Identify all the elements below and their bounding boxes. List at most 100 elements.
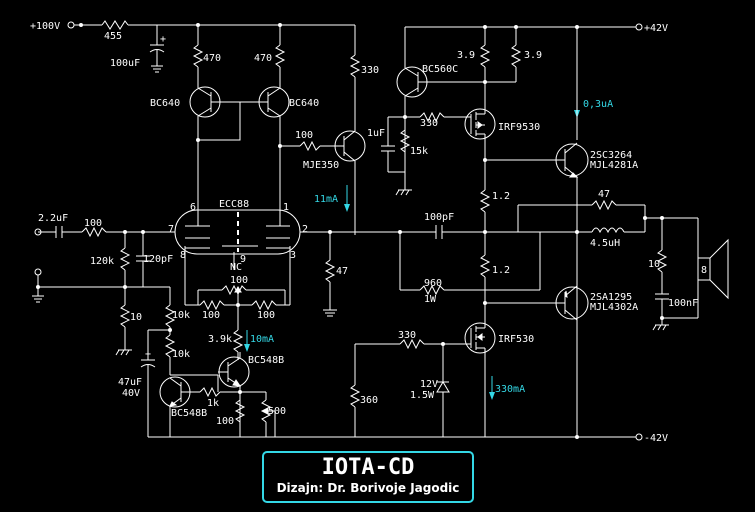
inductor-label: 4.5uH [590,238,620,249]
r10k2-label: 10k [172,349,190,360]
cap-47uf-voltage: 40V [122,388,140,399]
hv-rail-label: +100V [30,21,60,32]
r100in-label: 100 [84,218,102,229]
q8-label: IRF530 [498,334,534,345]
title-box: IOTA-CD Dizajn: Dr. Borivoje Jagodic [262,451,474,503]
r470-left-label: 470 [203,53,221,64]
current-10ma-arrow [244,330,250,352]
r10k-label: 10k [172,310,190,321]
r100d-label: 100 [202,310,220,321]
r330-hv [349,25,361,95]
current-11ma: 11mA [314,194,338,205]
r360-label: 360 [360,395,378,406]
zener-12v [436,344,450,437]
current-330ma-arrow [489,376,495,400]
pin-3: 3 [290,250,296,261]
title-main: IOTA-CD [321,455,415,480]
bc640-right [196,85,290,200]
input-network [32,226,175,303]
cap-120pf-label: 120pF [143,254,173,265]
pin-9: 9 [240,254,246,265]
r470-left [192,23,204,85]
pin-8: 8 [180,250,186,261]
q3-label: MJE350 [303,160,339,171]
cap-100nf-label: 100nF [668,298,698,309]
q6-label: BC560C [422,64,458,75]
pin-nc: NC [230,262,242,273]
cathode-network [184,248,291,330]
title-credit: Dizajn: Dr. Borivoje Jagodic [276,481,460,495]
current-330ma: 330mA [495,384,525,395]
r10-label: 10 [130,312,142,323]
speaker-impedance: 8 [701,265,707,276]
cap-100uf: + [149,25,166,73]
q4-label: BC548B [248,355,284,366]
q5-label: BC548B [171,408,207,419]
r470-right-label: 470 [254,53,272,64]
r960 [399,232,541,296]
pos-rail [405,23,643,31]
bias-stage: + [140,287,276,437]
cap-120pf [136,232,150,287]
r100b-label: 100 [295,130,313,141]
2sa1295 [555,177,589,439]
q9a-label: 2SC3264 [590,150,632,161]
current-03ua: 0,3uA [583,99,613,110]
zener-label: 12V [420,379,438,390]
2sc3264 [485,25,589,437]
r3k9 [232,329,244,360]
mje350 [278,95,366,235]
cap-100uf-label: 100uF [110,58,140,69]
r455-label: 455 [104,31,122,42]
cap-2u2-label: 2.2uF [38,213,68,224]
cap-47uf-label: 47uF [118,377,142,388]
output-network [485,199,699,331]
pin-2: 2 [302,224,308,235]
svg-text:+: + [160,34,166,45]
r1k-label: 1k [207,398,219,409]
r100c-label: 100 [230,275,248,286]
q10a-label: 2SA1295 [590,292,632,303]
r47b-label: 47 [598,189,610,200]
bc640-left [189,85,240,200]
pos-rail-label: +42V [644,23,668,34]
hv-rail [67,20,355,30]
current-11ma-arrow [344,185,350,212]
r120k [119,232,131,305]
irf9530 [464,108,496,190]
r1v2b-label: 1.2 [492,265,510,276]
r3v9-pair [479,25,522,110]
r330b-label: 330 [420,118,438,129]
zener-power-label: 1.5W [410,390,435,401]
svg-text:+: + [145,349,151,360]
r360 [349,338,468,437]
r100f-label: 100 [257,310,275,321]
r15k-label: 15k [410,146,428,157]
irf9530-gate [381,111,468,196]
r1v2a-label: 1.2 [492,191,510,202]
tube-label: ECC88 [219,199,249,210]
pin-7: 7 [168,224,174,235]
r3v9b-label: 3.9 [524,50,542,61]
neg-rail-label: -42V [644,433,668,444]
q10b-label: MJL4302A [590,302,638,313]
neg-rail [148,433,643,441]
cap-100pf-label: 100pF [424,212,454,223]
irf530 [464,301,565,437]
r330c-label: 330 [398,330,416,341]
r47-label: 47 [336,266,348,277]
r47-shunt [300,230,430,317]
q7-label: IRF9530 [498,122,540,133]
current-10ma: 10mA [250,334,274,345]
pin-6: 6 [190,202,196,213]
q2-label: BC640 [289,98,319,109]
q1-label: BC640 [150,98,180,109]
r3k9-label: 3.9k [208,334,232,345]
r10-input [115,304,132,356]
r3v9a-label: 3.9 [457,50,475,61]
r1v2-pair [479,189,491,310]
r10z-label: 10 [648,259,660,270]
cap-100pf [398,225,485,239]
